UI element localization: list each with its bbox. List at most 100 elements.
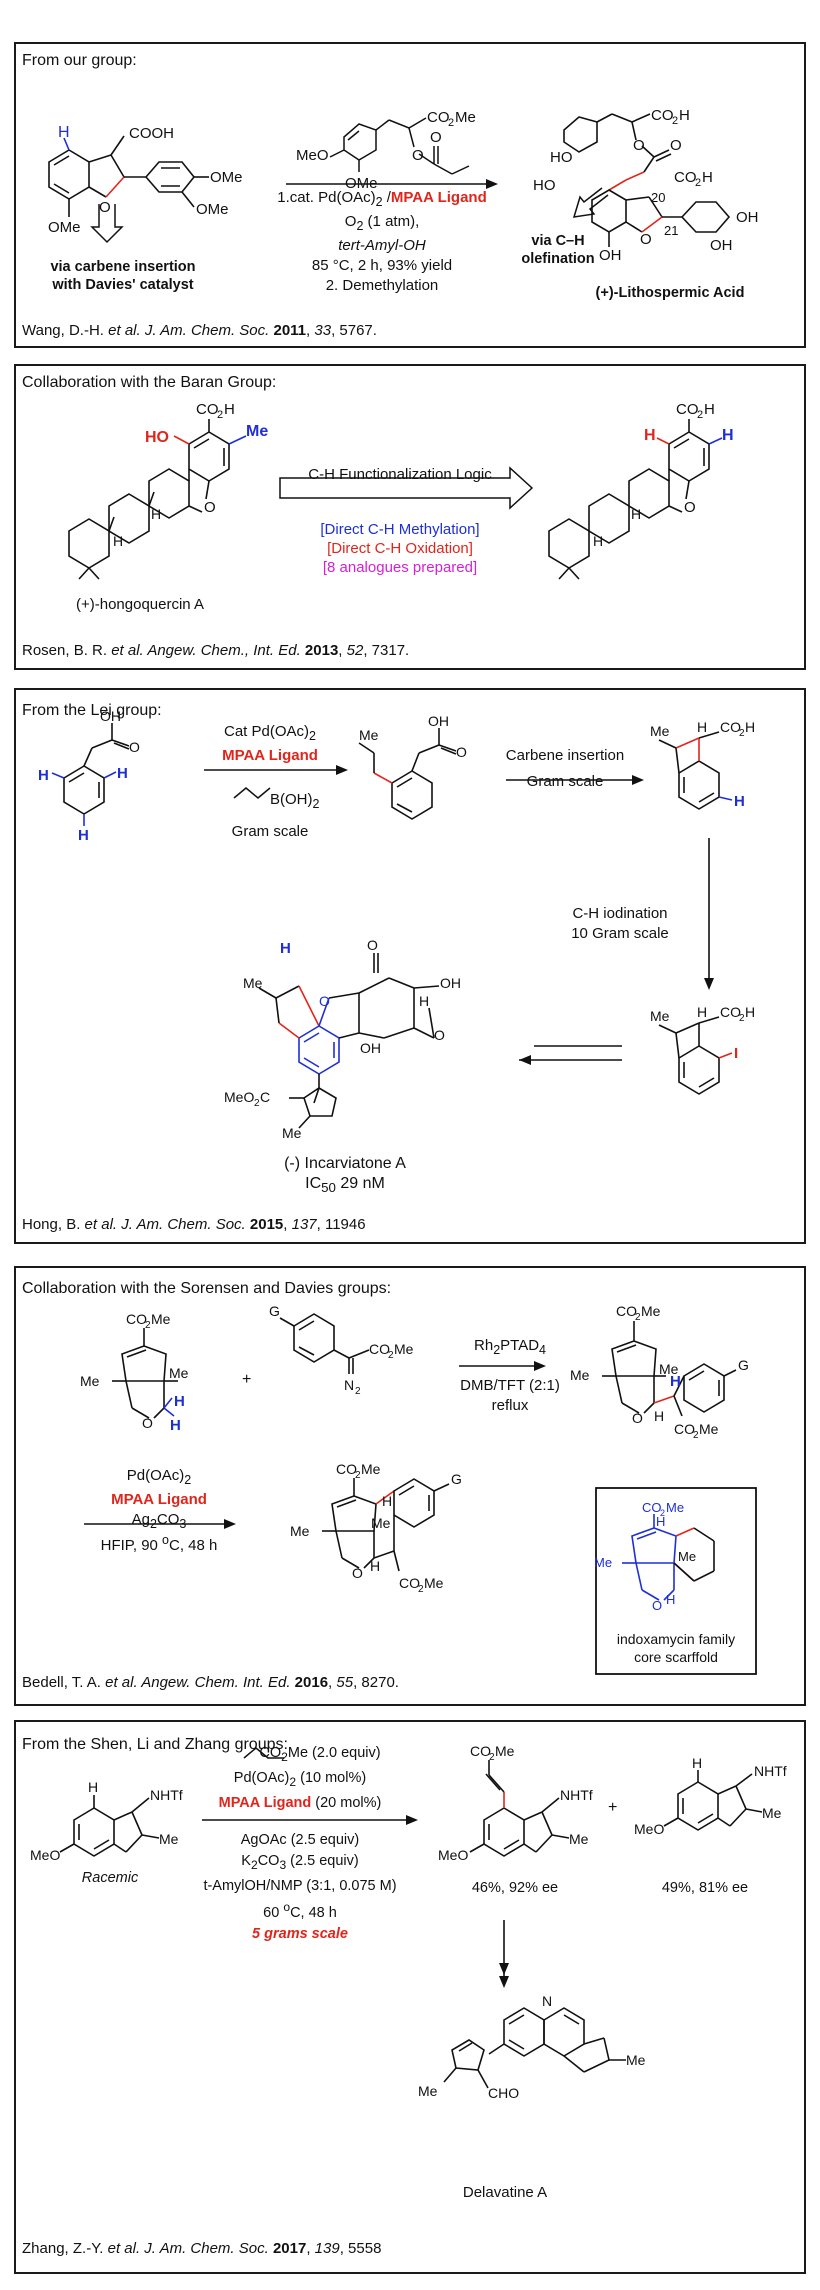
panel5-title: From the Shen, Li and Zhang groups: bbox=[22, 1736, 288, 1753]
svg-text:O: O bbox=[670, 137, 682, 154]
svg-text:Me: Me bbox=[570, 1367, 590, 1383]
svg-text:H: H bbox=[745, 1004, 755, 1020]
panel5-racemic: Racemic bbox=[81, 1870, 139, 1886]
svg-text:O: O bbox=[456, 744, 467, 760]
panel-baran bbox=[14, 364, 806, 670]
svg-text:OH: OH bbox=[599, 247, 622, 264]
svg-text:OMe: OMe bbox=[48, 219, 81, 236]
panel5-acrylate: CO2Me (2.0 equiv) bbox=[259, 1745, 381, 1764]
svg-text:NHTf: NHTf bbox=[150, 1787, 183, 1803]
svg-text:HO: HO bbox=[145, 429, 169, 446]
panel3-step1-line1: Cat Pd(OAc)2 bbox=[224, 723, 316, 743]
svg-text:O: O bbox=[319, 993, 330, 1009]
panel1-h-label: H bbox=[58, 124, 70, 141]
svg-text:OH: OH bbox=[428, 713, 449, 729]
svg-text:O: O bbox=[412, 147, 424, 164]
panel5-yield2: 49%, 81% ee bbox=[661, 1880, 749, 1896]
panel3-step1-red: MPAA Ligand bbox=[222, 747, 318, 764]
svg-text:CO: CO bbox=[399, 1575, 420, 1591]
panel3-step1-scale: Gram scale bbox=[231, 823, 309, 840]
svg-text:Me: Me bbox=[290, 1523, 310, 1539]
svg-text:Me: Me bbox=[626, 2052, 646, 2068]
svg-text:2: 2 bbox=[739, 1013, 745, 1024]
svg-text:CO: CO bbox=[369, 1341, 390, 1357]
svg-text:H: H bbox=[113, 533, 123, 549]
svg-text:2: 2 bbox=[739, 728, 745, 739]
panel4-title: Collaboration with the Sorensen and Davi… bbox=[22, 1280, 392, 1297]
svg-text:MeO: MeO bbox=[634, 1821, 664, 1837]
svg-text:G: G bbox=[269, 1303, 280, 1319]
panel3-step1-conditions: Cat Pd(OAc)2 MPAA Ligand bbox=[200, 722, 340, 766]
svg-text:CO: CO bbox=[616, 1303, 637, 1319]
panel1-citation: Wang, D.-H. et al. J. Am. Chem. Soc. 201… bbox=[22, 322, 377, 339]
panel2-start-name: (+)-hongoquercin A bbox=[76, 596, 204, 613]
svg-text:CO: CO bbox=[674, 1421, 695, 1437]
panel2-open-arrow bbox=[279, 466, 534, 510]
svg-text:C: C bbox=[260, 1089, 270, 1105]
svg-text:OH: OH bbox=[440, 975, 461, 991]
panel1-reagent bbox=[329, 117, 470, 175]
svg-text:MeO: MeO bbox=[224, 1089, 254, 1105]
panel4-intermediate bbox=[602, 1321, 737, 1417]
svg-text:O: O bbox=[352, 1565, 363, 1581]
panel5-temp: 60 oC, 48 h bbox=[263, 1899, 337, 1921]
svg-text:O: O bbox=[99, 199, 111, 216]
panel1-product-name: (+)-Lithospermic Acid bbox=[595, 285, 745, 301]
svg-text:O: O bbox=[430, 129, 442, 146]
panel4-step1-conditions: Rh2PTAD4 bbox=[440, 1336, 580, 1360]
panel4-rh-catalyst: Rh2PTAD4 bbox=[474, 1337, 546, 1357]
svg-text:N: N bbox=[344, 1377, 354, 1393]
panel3-intermediate-1 bbox=[358, 728, 457, 820]
panel3-ic50: IC50 29 nM bbox=[305, 1175, 385, 1196]
panel3-step2-line2: Gram scale bbox=[526, 773, 604, 790]
svg-text:2: 2 bbox=[697, 409, 703, 421]
panel5-product-2 bbox=[663, 1770, 763, 1831]
panel4-plus-sign: + bbox=[242, 1371, 251, 1388]
panel1-ch-note-1: via C–H bbox=[531, 233, 585, 249]
svg-text:H: H bbox=[679, 107, 690, 124]
svg-text:2: 2 bbox=[448, 117, 454, 129]
panel3-step2-line1: Carbene insertion bbox=[505, 747, 625, 764]
svg-text:H: H bbox=[697, 719, 707, 735]
svg-text:2: 2 bbox=[695, 177, 701, 189]
panel4-step1-solvent: DMB/TFT (2:1) reflux bbox=[440, 1376, 580, 1416]
panel4-step2-conditions: Pd(OAc)2 MPAA Ligand Ag2CO3 bbox=[84, 1466, 234, 1534]
svg-text:Me: Me bbox=[282, 1125, 302, 1141]
panel3-step3-line2: 10 Gram scale bbox=[571, 925, 669, 942]
panel2-citation: Rosen, B. R. et al. Angew. Chem., Int. E… bbox=[22, 642, 410, 659]
svg-text:2: 2 bbox=[355, 1470, 361, 1481]
svg-text:Me: Me bbox=[151, 1311, 171, 1327]
svg-text:Me: Me bbox=[594, 1555, 612, 1570]
panel4-c2-red: MPAA Ligand bbox=[111, 1491, 207, 1508]
panel3-product-name-text: (-) Incarviatone A bbox=[284, 1155, 406, 1172]
svg-text:2: 2 bbox=[672, 115, 678, 127]
svg-text:CO: CO bbox=[720, 1004, 741, 1020]
panel1-cond-line5: 2. Demethylation bbox=[325, 277, 439, 294]
panel4-citation: Bedell, T. A. et al. Angew. Chem. Int. E… bbox=[22, 1674, 399, 1691]
panel5-solvent: t-AmylOH/NMP (3:1, 0.075 M) bbox=[203, 1877, 397, 1894]
svg-text:Me: Me bbox=[455, 109, 476, 126]
svg-text:CO: CO bbox=[336, 1461, 357, 1477]
panel5-ag: AgOAc (2.5 equiv) bbox=[240, 1832, 360, 1848]
svg-text:CO: CO bbox=[720, 719, 741, 735]
svg-text:HO: HO bbox=[550, 149, 573, 166]
svg-text:OMe: OMe bbox=[210, 169, 243, 186]
svg-text:Me: Me bbox=[666, 1500, 684, 1515]
svg-text:MeO: MeO bbox=[438, 1847, 468, 1863]
panel3-citation: Hong, B. et al. J. Am. Chem. Soc. 2015, … bbox=[22, 1216, 366, 1233]
svg-text:O: O bbox=[434, 1027, 445, 1043]
panel1-ch-note: via C–H olefination bbox=[508, 232, 608, 268]
panel5-delavatine-molecule bbox=[443, 2007, 626, 2089]
svg-text:OMe: OMe bbox=[345, 175, 378, 192]
panel-lei bbox=[14, 688, 806, 1244]
panel5-ligand: MPAA Ligand (20 mol%) bbox=[218, 1794, 382, 1811]
panel-our-group bbox=[14, 42, 806, 348]
panel4-scaffold-molecule bbox=[631, 1514, 677, 1601]
svg-text:Me: Me bbox=[569, 1831, 589, 1847]
panel5-plus-sign: + bbox=[608, 1799, 617, 1816]
svg-text:H: H bbox=[656, 1514, 665, 1529]
svg-text:Me: Me bbox=[361, 1461, 381, 1477]
